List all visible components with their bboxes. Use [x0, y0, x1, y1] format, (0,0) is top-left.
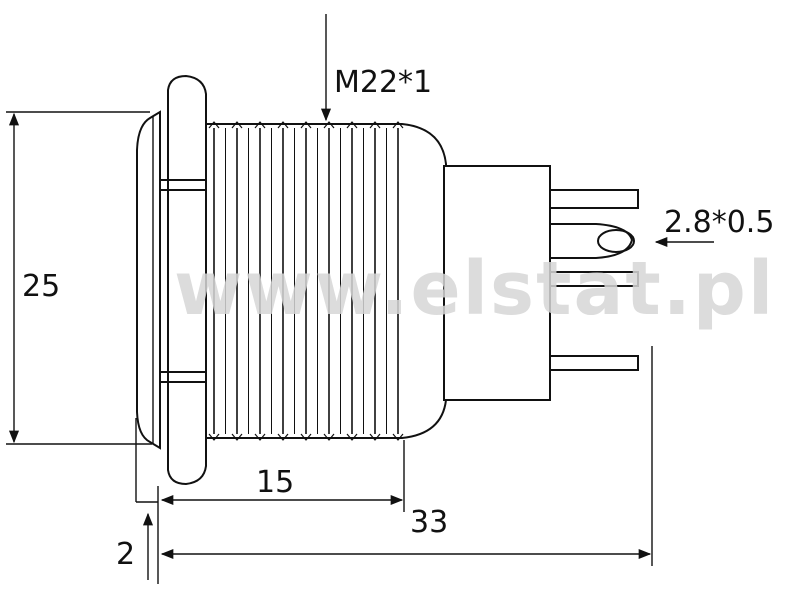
thread-crest-top — [392, 121, 404, 129]
thread-crest-top — [300, 121, 312, 129]
thread-crest-bottom — [369, 433, 381, 441]
thread-crest-top — [231, 121, 243, 129]
thread-crest-top — [208, 121, 220, 129]
dim-overall-length: 33 — [160, 346, 653, 566]
dim-flange: 2 — [116, 418, 159, 584]
thread-crest-bottom — [346, 433, 358, 441]
overall-length-label: 33 — [410, 505, 448, 540]
thread-lines — [213, 128, 399, 434]
thread-label: M22*1 — [334, 65, 432, 100]
thread-crest-top — [323, 121, 335, 129]
thread-crest-top — [369, 121, 381, 129]
terminal-tab — [549, 223, 634, 259]
terminal-pin-2 — [549, 271, 639, 287]
thread-crest-top — [254, 121, 266, 129]
thread-crest-bottom — [323, 433, 335, 441]
thread-crest-bottom — [254, 433, 266, 441]
terminal-pin-1 — [549, 189, 639, 209]
rear-housing — [443, 165, 551, 401]
height-label: 25 — [22, 269, 60, 304]
thread-length-label: 15 — [256, 465, 294, 500]
thread-crests — [208, 121, 404, 441]
terminal-label: 2.8*0.5 — [664, 205, 774, 240]
dim-height: 25 — [6, 111, 152, 445]
thread-crest-top — [277, 121, 289, 129]
thread-crest-bottom — [208, 433, 220, 441]
dim-thread: M22*1 — [320, 14, 432, 122]
terminal-hole — [597, 229, 635, 253]
front-lens — [136, 110, 161, 450]
dim-terminal: 2.8*0.5 — [654, 205, 774, 248]
dim-thread-length: 15 — [160, 440, 405, 512]
flange-label: 2 — [116, 537, 135, 572]
thread-crest-bottom — [300, 433, 312, 441]
switch-body — [136, 74, 639, 486]
terminal-pins — [549, 189, 639, 371]
thread-crest-bottom — [392, 433, 404, 441]
thread-crest-bottom — [277, 433, 289, 441]
watermark: www.elstat.pl — [174, 246, 775, 332]
thread-crest-bottom — [231, 433, 243, 441]
terminal-pin-3 — [549, 355, 639, 371]
thread-crest-top — [346, 121, 358, 129]
